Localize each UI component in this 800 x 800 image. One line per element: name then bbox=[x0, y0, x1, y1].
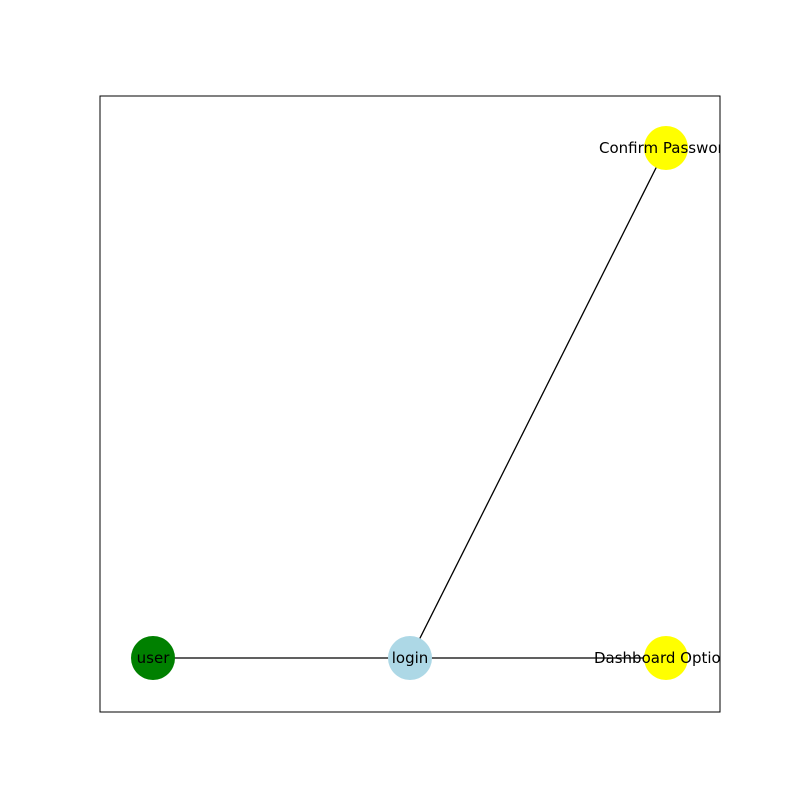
node-dashboard-options-label: Dashboard Options bbox=[594, 649, 738, 667]
node-confirm-password: Confirm Password bbox=[599, 126, 733, 170]
edge-login-confirm-password bbox=[409, 147, 667, 659]
node-confirm-password-circle bbox=[644, 126, 688, 170]
node-confirm-password-label: Confirm Password bbox=[599, 139, 733, 157]
node-dashboard-options-circle bbox=[644, 636, 688, 680]
node-user-circle bbox=[131, 636, 175, 680]
node-user-label: user bbox=[137, 649, 171, 667]
diagram-frame bbox=[99, 95, 721, 713]
diagram-canvas: user login Confirm Password Dashboard Op… bbox=[131, 126, 738, 680]
node-user: user bbox=[131, 636, 175, 680]
node-login: login bbox=[388, 636, 432, 680]
node-dashboard-options: Dashboard Options bbox=[594, 636, 738, 680]
node-login-label: login bbox=[392, 649, 429, 667]
node-login-circle bbox=[388, 636, 432, 680]
